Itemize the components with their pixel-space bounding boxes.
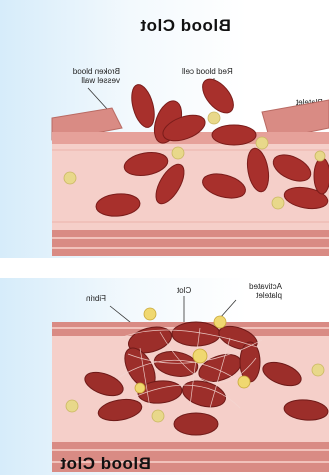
platelet <box>64 172 76 184</box>
bottom-title: Blood Clot <box>60 454 151 474</box>
vessel-lower-wall <box>52 230 329 256</box>
platelet <box>152 410 164 422</box>
platelet <box>66 400 78 412</box>
bottom-vessel-illustration <box>0 278 329 475</box>
red-cell <box>314 158 329 194</box>
bottom-panel: Fibrin Clot Activated platelet <box>0 278 329 475</box>
platelet <box>315 151 325 161</box>
top-panel: Blood Clot Broken blood vessel wall Red … <box>0 0 329 258</box>
platelet <box>272 197 284 209</box>
platelet <box>208 112 220 124</box>
pointer-broken-wall <box>88 88 108 110</box>
red-cell <box>212 125 256 145</box>
red-cell <box>128 82 159 130</box>
platelet <box>256 137 268 149</box>
pointer-activated-platelet <box>220 300 236 318</box>
top-vessel-illustration <box>0 0 329 258</box>
platelet <box>312 364 324 376</box>
platelet <box>172 147 184 159</box>
red-cell <box>197 74 240 119</box>
